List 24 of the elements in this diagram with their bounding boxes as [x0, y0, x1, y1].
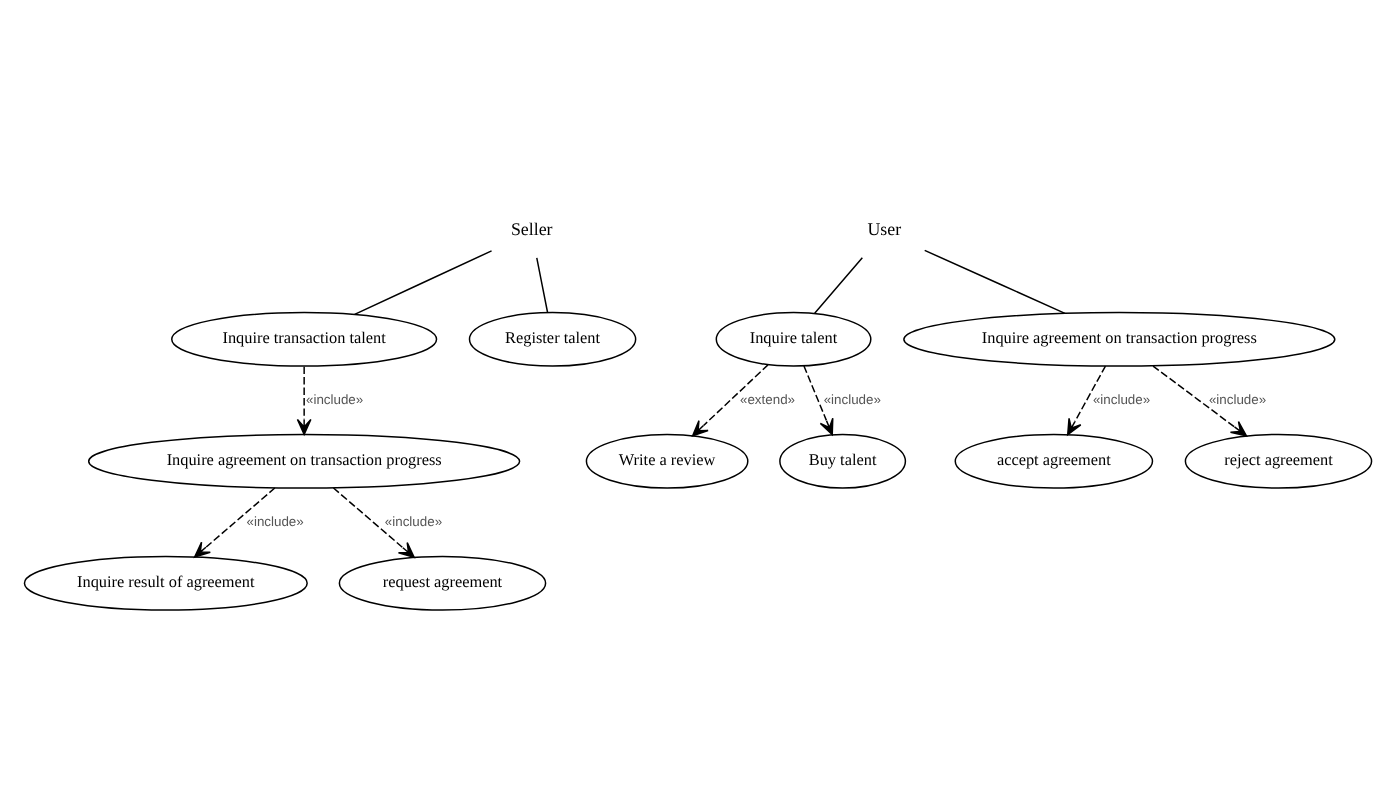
node-text: User	[867, 218, 902, 239]
node-ellipse: Write a review	[585, 432, 749, 488]
arrow	[296, 364, 312, 435]
connector	[353, 249, 493, 315]
node-ellipse: request agreement	[338, 554, 547, 610]
node-ellipse: Register talent	[468, 310, 637, 366]
arrow	[1067, 364, 1107, 435]
arrow	[803, 364, 834, 435]
arrow	[193, 486, 276, 557]
node-ellipse: Inquire agreement on transaction progress	[903, 310, 1336, 366]
node-ellipse: Inquire talent	[715, 310, 872, 366]
node-ellipse: reject agreement	[1184, 432, 1373, 488]
connector	[813, 256, 864, 313]
node-ellipse: Buy talent	[779, 432, 907, 488]
node-ellipse: Inquire transaction talent	[171, 310, 438, 366]
node-text: Seller	[510, 218, 553, 239]
connector	[923, 248, 1066, 314]
node-ellipse: Inquire agreement on transaction progress	[87, 432, 521, 488]
arrow	[691, 363, 769, 436]
connector	[536, 256, 549, 313]
arrow	[332, 486, 415, 558]
node-ellipse: Inquire result of agreement	[23, 554, 308, 610]
node-ellipse: accept agreement	[954, 432, 1154, 488]
arrow	[1152, 364, 1248, 436]
